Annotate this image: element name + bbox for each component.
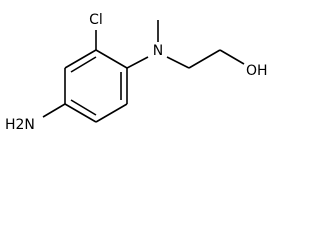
bond-ring-to-nitrogen — [126, 56, 149, 69]
bond-ch2-to-oxygen — [219, 49, 245, 65]
bond-nitrogen-to-ch2 — [166, 56, 190, 69]
bond-ring-to-amine — [42, 103, 66, 118]
ring-double-bond-bottom-left — [70, 99, 97, 116]
chlorine-label: Cl — [89, 12, 103, 28]
amine-label: H2N — [5, 117, 35, 133]
ring-bond-top-left — [64, 49, 97, 69]
hydroxyl-label: OH — [246, 63, 268, 79]
nitrogen-label: N — [153, 43, 163, 59]
ring-bond-bottom-left — [64, 103, 97, 123]
ring-bond-top-right — [95, 49, 128, 69]
chemical-structure-diagram: Cl N OH H2N — [5, 12, 268, 133]
ring-double-bond-top-left — [70, 56, 97, 73]
benzene-ring — [64, 49, 128, 123]
ring-bond-bottom-right — [95, 103, 128, 123]
bond-ch2-to-ch2 — [188, 49, 221, 69]
